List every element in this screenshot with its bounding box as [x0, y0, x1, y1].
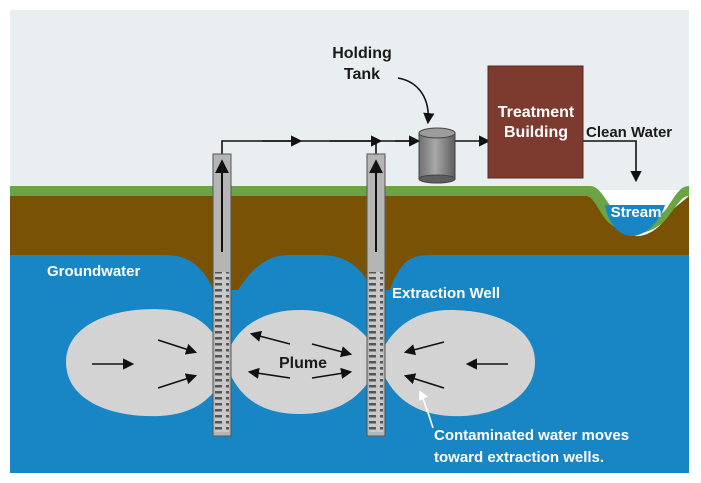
soil-layer [10, 196, 689, 290]
extraction-well-right [366, 153, 386, 437]
flow-arrow [157, 339, 198, 355]
treatment-building-label-line1: Treatment [498, 104, 575, 121]
flow-arrow [311, 367, 353, 379]
caption-pointer-line [419, 390, 434, 429]
stream-label: Stream [611, 204, 662, 221]
caption-line2: toward extraction wells. [434, 449, 604, 466]
flow-arrow [249, 330, 291, 345]
groundwater-label: Groundwater [47, 263, 141, 280]
caption-line1: Contaminated water moves [434, 427, 629, 444]
flow-arrow [157, 373, 198, 389]
holding-tank [418, 127, 456, 184]
holding-tank-label-line2: Tank [344, 66, 380, 83]
pipe-network [221, 77, 642, 183]
extraction-well-label: Extraction Well [392, 285, 500, 302]
flow-arrow [403, 373, 445, 389]
pipe-clean-water-out [583, 140, 642, 183]
holding-tank-label-line1: Holding [332, 45, 392, 62]
sky-background [10, 10, 689, 190]
flow-arrow [403, 341, 445, 356]
flow-arrow [247, 367, 291, 379]
treatment-building [487, 65, 584, 179]
extraction-well-left [212, 153, 232, 437]
holding-tank-pointer [397, 77, 435, 125]
plume-label: Plume [279, 355, 327, 372]
plume-right-lobe [378, 310, 535, 417]
flow-arrow [311, 343, 353, 358]
contaminant-plume [66, 309, 535, 417]
stream-water [605, 205, 665, 236]
treatment-building-label-line2: Building [504, 124, 568, 141]
plume-left-lobe [66, 309, 225, 417]
clean-water-label: Clean Water [586, 124, 672, 141]
plume-center-lobe [225, 310, 380, 414]
plume-flow-arrows [92, 330, 508, 389]
